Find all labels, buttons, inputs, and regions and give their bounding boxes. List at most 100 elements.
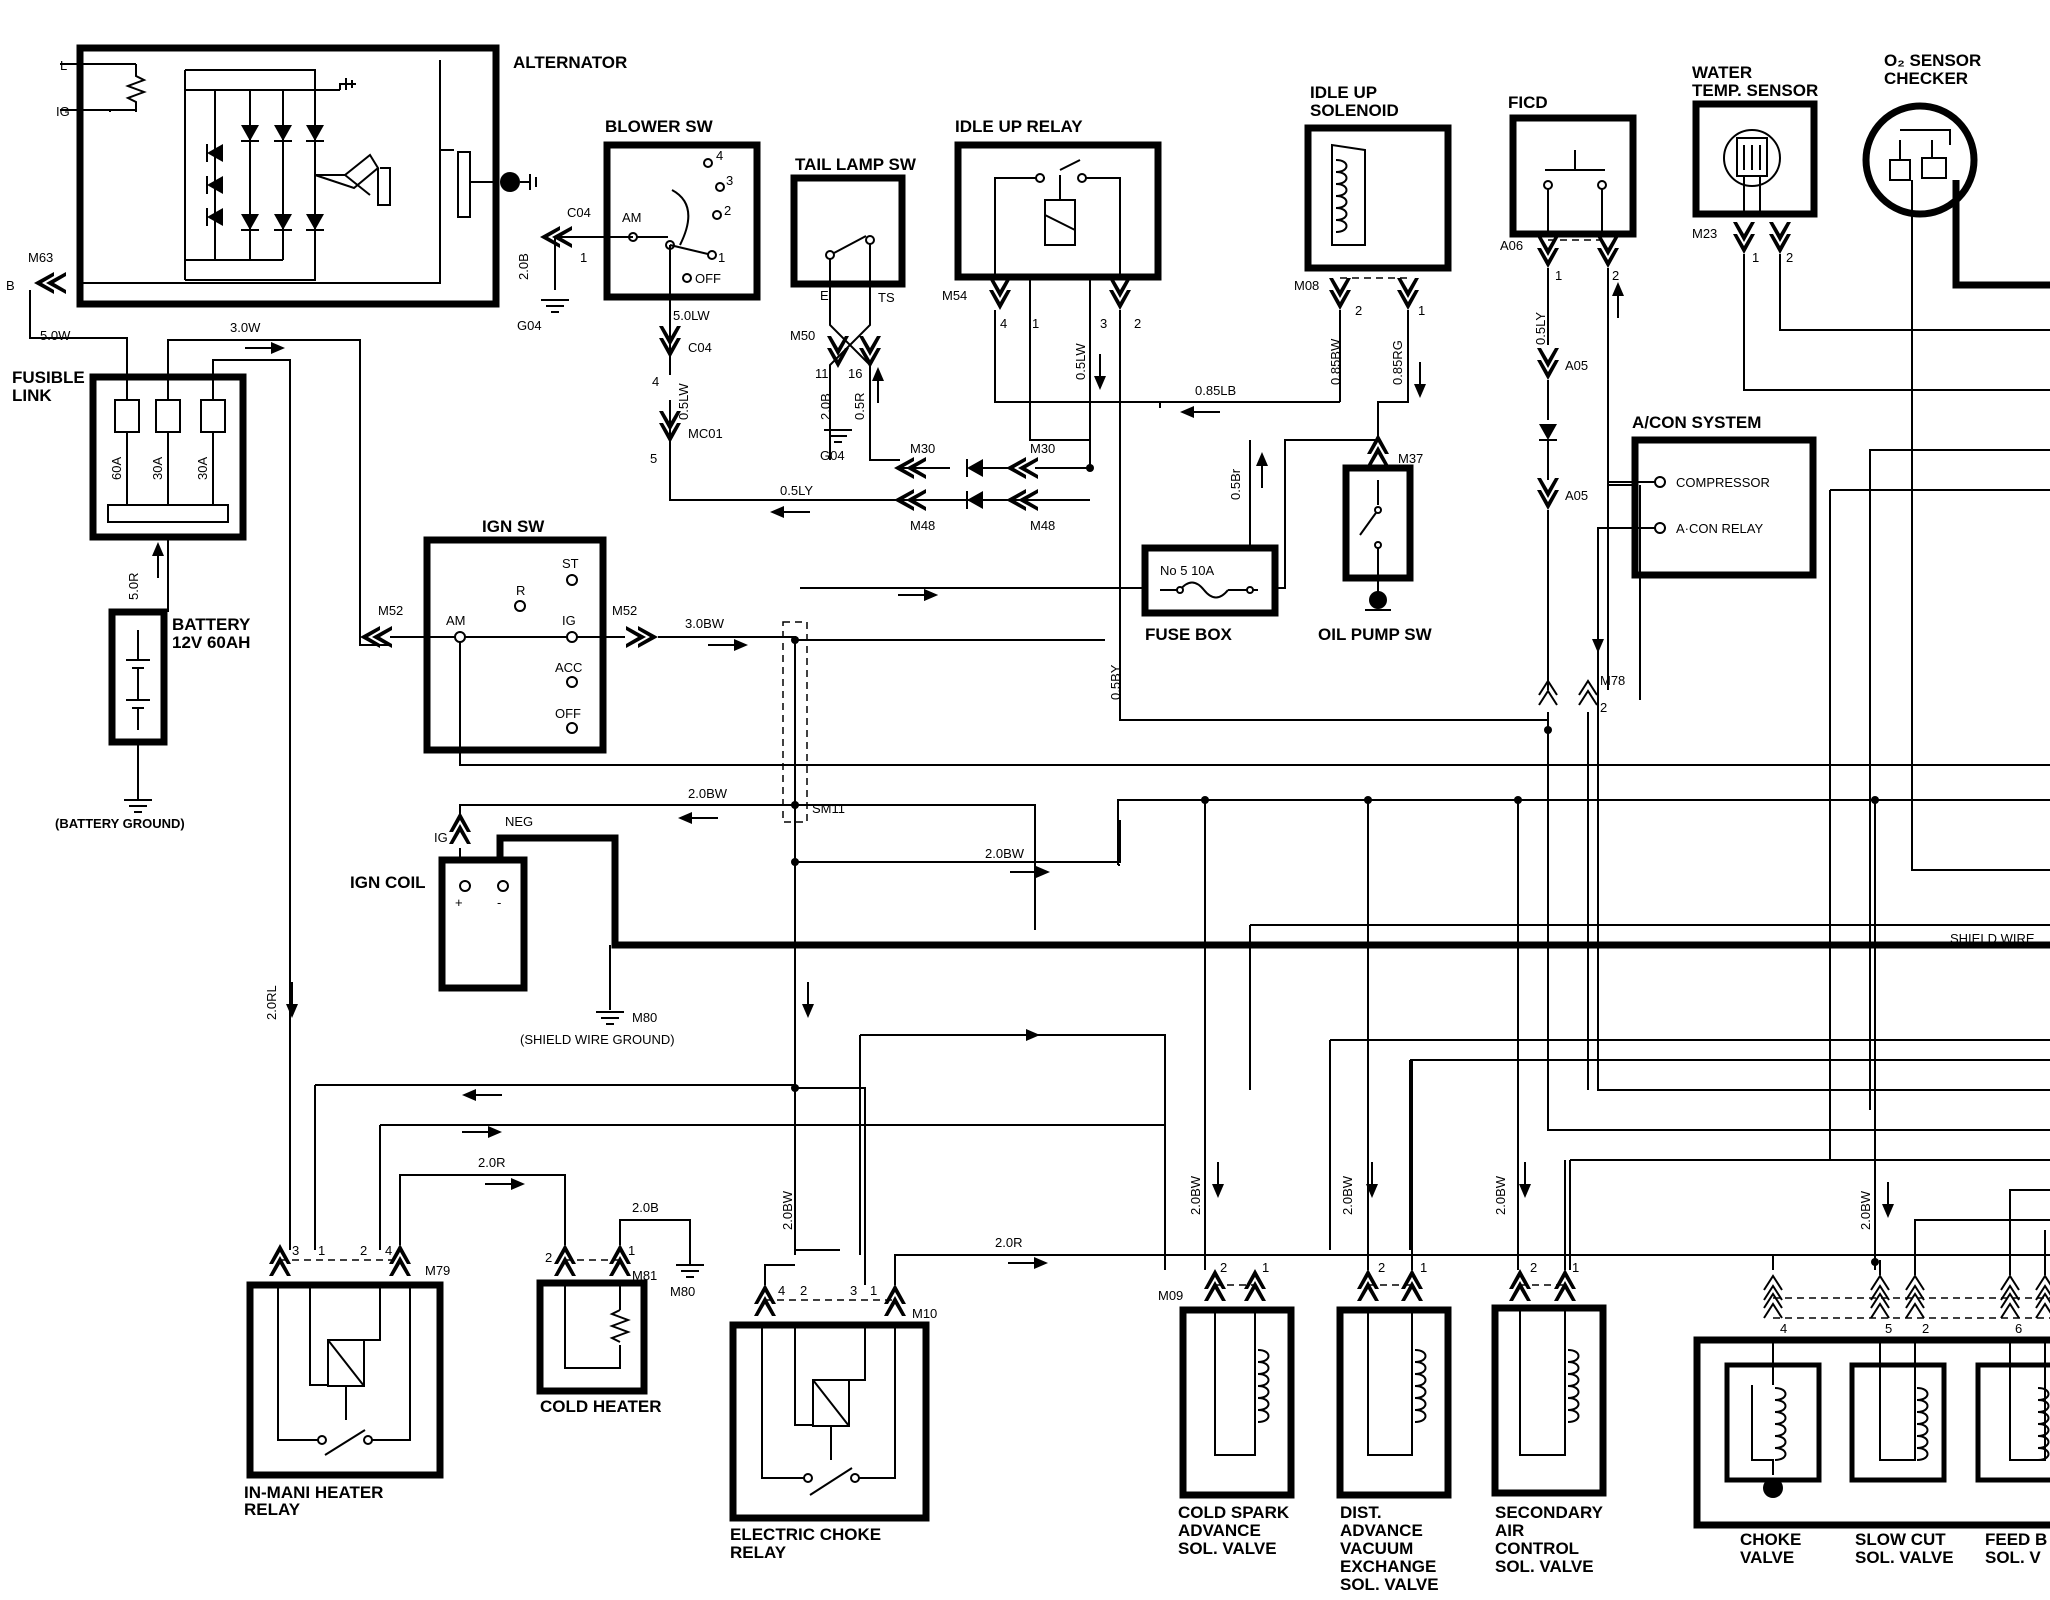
ficd: FICD — [1508, 93, 1637, 238]
svg-text:3: 3 — [850, 1283, 857, 1298]
blower-switch: 4 3 2 1 OFF AM BLOWER SW — [603, 117, 761, 301]
svg-text:SM11: SM11 — [812, 801, 845, 816]
svg-text:BATTERY: BATTERY — [172, 615, 251, 634]
svg-text:SOL. V: SOL. V — [1985, 1548, 2041, 1567]
connector-m08 — [1329, 278, 1351, 310]
svg-text:2: 2 — [1530, 1260, 1537, 1275]
o2-sensor-checker: O₂ SENSOR CHECKER — [1862, 51, 1981, 218]
svg-text:1: 1 — [1418, 303, 1425, 318]
svg-text:3: 3 — [292, 1243, 299, 1258]
connector-m63 — [34, 272, 66, 294]
svg-text:M08: M08 — [1294, 278, 1319, 293]
fuse-box: No 5 10A FUSE BOX — [1141, 544, 1279, 644]
ignition-switch: ST R AM IG ACC OFF IGN SW — [423, 517, 800, 766]
svg-text:2.0BW: 2.0BW — [985, 846, 1025, 861]
svg-text:IDLE UP: IDLE UP — [1310, 83, 1377, 102]
alternator-title: ALTERNATOR — [513, 53, 627, 72]
svg-text:IG: IG — [56, 104, 70, 119]
carburetor-valve-block: CHOKE VALVE SLOW CUT SOL. VALVE FEED B S… — [1693, 1336, 2050, 1567]
svg-text:0.5LW: 0.5LW — [676, 383, 691, 420]
svg-text:IGN COIL: IGN COIL — [350, 873, 426, 892]
svg-text:16: 16 — [848, 366, 862, 381]
svg-text:2: 2 — [1378, 1260, 1385, 1275]
svg-text:G04: G04 — [820, 448, 845, 463]
svg-text:(BATTERY GROUND): (BATTERY GROUND) — [55, 816, 185, 831]
svg-text:2: 2 — [1600, 700, 1607, 715]
svg-text:60A: 60A — [109, 457, 124, 480]
svg-text:CHECKER: CHECKER — [1884, 69, 1968, 88]
svg-text:CONTROL: CONTROL — [1495, 1539, 1579, 1558]
svg-text:NEG: NEG — [505, 814, 533, 829]
svg-text:RELAY: RELAY — [244, 1500, 301, 1519]
svg-text:M63: M63 — [28, 250, 53, 265]
svg-text:OIL PUMP SW: OIL PUMP SW — [1318, 625, 1433, 644]
svg-text:3.0BW: 3.0BW — [685, 616, 725, 631]
svg-text:2.0B: 2.0B — [818, 393, 833, 420]
svg-text:1: 1 — [1752, 250, 1759, 265]
svg-text:VACUUM: VACUUM — [1340, 1539, 1413, 1558]
svg-text:A·CON RELAY: A·CON RELAY — [1676, 521, 1763, 536]
svg-text:M10: M10 — [912, 1306, 937, 1321]
connector-a05 — [1537, 348, 1559, 380]
svg-text:M48: M48 — [1030, 518, 1055, 533]
cold-heater: COLD HEATER — [536, 1279, 662, 1416]
svg-text:3: 3 — [726, 173, 733, 188]
electric-choke-relay: ELECTRIC CHOKE RELAY — [729, 1321, 930, 1562]
svg-text:4: 4 — [1780, 1321, 1787, 1336]
svg-text:M09: M09 — [1158, 1288, 1183, 1303]
svg-text:A/CON SYSTEM: A/CON SYSTEM — [1632, 413, 1761, 432]
svg-text:FUSE BOX: FUSE BOX — [1145, 625, 1233, 644]
svg-text:TEMP. SENSOR: TEMP. SENSOR — [1692, 81, 1818, 100]
svg-text:2: 2 — [1355, 303, 1362, 318]
connector-m50 — [827, 336, 849, 368]
svg-text:M30: M30 — [910, 441, 935, 456]
svg-text:1: 1 — [580, 250, 587, 265]
idle-up-relay: IDLE UP RELAY — [954, 117, 1162, 281]
svg-text:COLD SPARK: COLD SPARK — [1178, 1503, 1290, 1522]
svg-text:0.85LB: 0.85LB — [1195, 383, 1236, 398]
svg-text:2: 2 — [1220, 1260, 1227, 1275]
svg-text:SOL. VALVE: SOL. VALVE — [1178, 1539, 1277, 1558]
svg-text:2: 2 — [1134, 316, 1141, 331]
svg-text:2.0B: 2.0B — [632, 1200, 659, 1215]
svg-text:M78: M78 — [1600, 673, 1625, 688]
svg-text:C04: C04 — [688, 340, 712, 355]
svg-text:M80: M80 — [632, 1010, 657, 1025]
svg-text:+: + — [455, 895, 463, 910]
svg-text:2: 2 — [1612, 268, 1619, 283]
svg-text:OFF: OFF — [695, 271, 721, 286]
svg-text:M37: M37 — [1398, 451, 1423, 466]
svg-text:2.0B: 2.0B — [516, 253, 531, 280]
svg-text:SECONDARY: SECONDARY — [1495, 1503, 1604, 1522]
svg-text:SLOW CUT: SLOW CUT — [1855, 1530, 1946, 1549]
svg-text:SOLENOID: SOLENOID — [1310, 101, 1399, 120]
svg-text:1: 1 — [1572, 1260, 1579, 1275]
svg-text:2.0BW: 2.0BW — [780, 1190, 795, 1230]
svg-text:11: 11 — [815, 366, 829, 381]
oil-pump-switch: OIL PUMP SW — [1318, 434, 1433, 644]
acon-system: COMPRESSOR A·CON RELAY A/CON SYSTEM — [1631, 413, 1817, 579]
svg-text:0.5R: 0.5R — [852, 393, 867, 420]
svg-text:3: 3 — [1100, 316, 1107, 331]
svg-text:IGN SW: IGN SW — [482, 517, 545, 536]
svg-text:0.85BW: 0.85BW — [1328, 338, 1343, 385]
svg-text:5.0LW: 5.0LW — [673, 308, 710, 323]
svg-text:C04: C04 — [567, 205, 591, 220]
svg-text:IG: IG — [434, 830, 448, 845]
svg-text:4: 4 — [385, 1243, 392, 1258]
svg-text:ADVANCE: ADVANCE — [1178, 1521, 1261, 1540]
svg-text:M50: M50 — [790, 328, 815, 343]
svg-text:BLOWER SW: BLOWER SW — [605, 117, 714, 136]
svg-text:5: 5 — [1885, 1321, 1892, 1336]
svg-text:1: 1 — [1032, 316, 1039, 331]
svg-text:E: E — [820, 288, 829, 303]
connector-a06 — [1537, 236, 1559, 268]
svg-text:M30: M30 — [1030, 441, 1055, 456]
svg-text:0.5Br: 0.5Br — [1228, 468, 1243, 500]
svg-text:AIR: AIR — [1495, 1521, 1524, 1540]
secondary-air-control-valve: SECONDARY AIR CONTROL SOL. VALVE — [1491, 1304, 1607, 1576]
svg-text:2: 2 — [1786, 250, 1793, 265]
svg-text:L: L — [60, 58, 67, 73]
svg-text:2: 2 — [545, 1250, 552, 1265]
